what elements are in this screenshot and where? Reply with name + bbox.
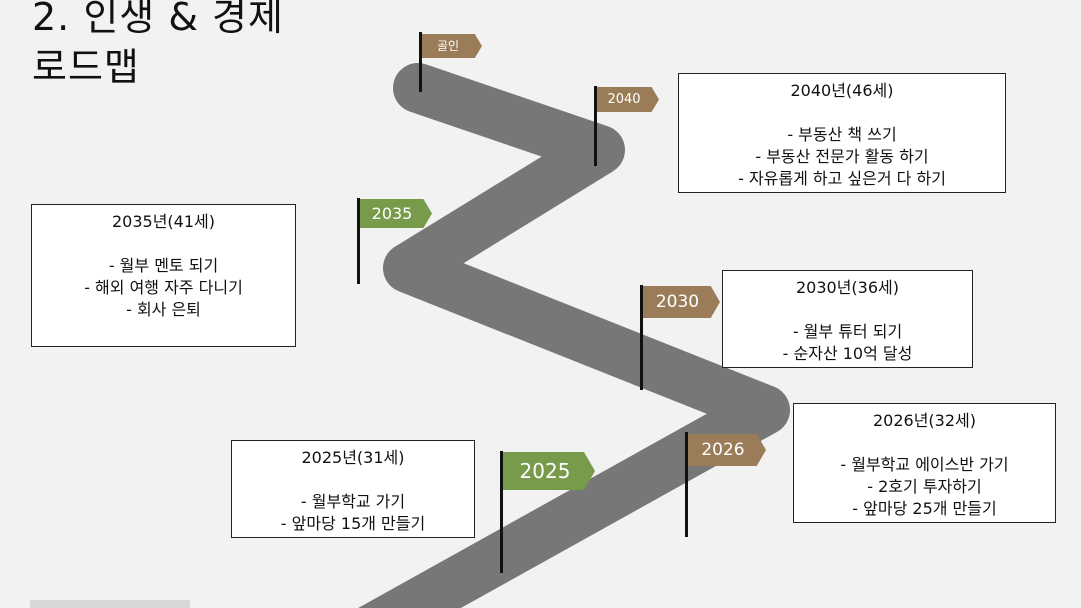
title-line-1: 2. 인생 & 경제 [32, 0, 284, 39]
flag-2026-label: 2026 [688, 434, 766, 466]
milestone-item: - 부동산 전문가 활동 하기 [755, 147, 929, 166]
milestone-item: - 앞마당 25개 만들기 [852, 499, 997, 518]
milestone-box-2040: 2040년(46세) - 부동산 책 쓰기 - 부동산 전문가 활동 하기 - … [678, 73, 1006, 193]
milestone-year: 2035년(41세) [111, 212, 215, 231]
bottom-divider [30, 600, 190, 608]
flag-goal-label: 골인 [422, 34, 482, 58]
milestone-box-2026: 2026년(32세) - 월부학교 에이스반 가기 - 2호기 투자하기 - 앞… [793, 403, 1056, 523]
title-line-2: 로드맵 [32, 45, 140, 89]
milestone-item: - 회사 은퇴 [126, 300, 201, 319]
milestone-box-2025: 2025년(31세) - 월부학교 가기 - 앞마당 15개 만들기 [231, 440, 475, 538]
milestone-item: - 월부학교 가기 [300, 492, 406, 511]
milestone-item: - 월부 멘토 되기 [108, 256, 219, 275]
milestone-box-2035: 2035년(41세) - 월부 멘토 되기 - 해외 여행 자주 다니기 - 회… [31, 204, 296, 347]
page-title: 2. 인생 & 경제 로드맵 [32, 0, 284, 92]
milestone-item: - 월부학교 에이스반 가기 [840, 455, 1009, 474]
milestone-year: 2026년(32세) [872, 411, 976, 430]
milestone-item: - 2호기 투자하기 [867, 477, 982, 496]
milestone-item: - 월부 튜터 되기 [792, 322, 903, 341]
flag-2040-label: 2040 [597, 87, 659, 112]
milestone-item: - 앞마당 15개 만들기 [280, 514, 426, 533]
milestone-item: - 자유롭게 하고 싶은거 다 하기 [738, 169, 946, 188]
flag-2035-label: 2035 [360, 199, 432, 228]
flag-2030-label: 2030 [643, 286, 720, 318]
milestone-item: - 부동산 책 쓰기 [787, 125, 897, 144]
milestone-year: 2025년(31세) [301, 448, 405, 467]
milestone-item: - 순자산 10억 달성 [782, 344, 913, 363]
milestone-year: 2040년(46세) [790, 81, 894, 100]
flag-2025-label: 2025 [503, 452, 595, 490]
milestone-year: 2030년(36세) [795, 278, 899, 297]
milestone-item: - 해외 여행 자주 다니기 [84, 278, 243, 297]
milestone-box-2030: 2030년(36세) - 월부 튜터 되기 - 순자산 10억 달성 [722, 270, 973, 368]
